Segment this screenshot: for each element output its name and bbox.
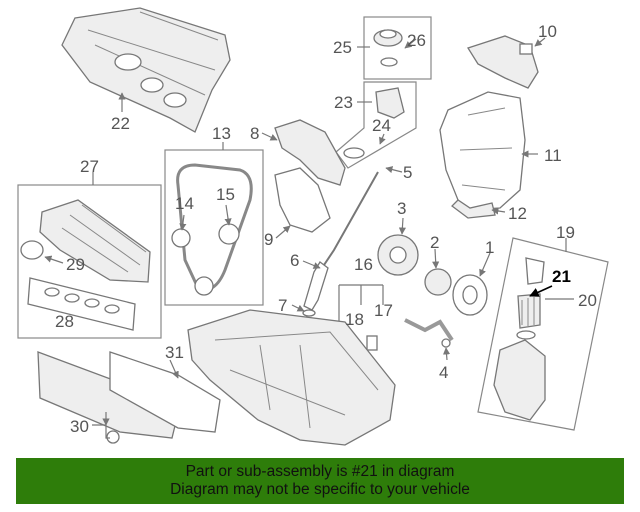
dipstick-tube-part [303,261,329,311]
callout-21: 21 [552,267,571,286]
oil-filler-part [343,87,405,159]
gear-part [424,268,452,296]
callout-22: 22 [111,114,130,133]
leader-lines [44,37,574,439]
callout-23: 23 [334,93,353,112]
callout-20: 20 [578,291,597,310]
parts-diagram: 1 2 3 4 5 6 7 8 9 10 11 12 13 14 15 16 1… [17,7,609,446]
callout-26: 26 [407,31,426,50]
callout-9: 9 [264,230,273,249]
plug-part [366,335,378,351]
callout-labels: 1 2 3 4 5 6 7 8 9 10 11 12 13 14 15 16 1… [55,22,597,436]
filler-box [335,81,417,169]
callout-8: 8 [250,124,259,143]
belt-cover-front-part [274,119,346,186]
timing-cover-lower-part [451,199,496,219]
callout-6: 6 [290,251,299,270]
callout-19: 19 [556,223,575,242]
seal-part [302,309,316,317]
info-banner: Part or sub-assembly is #21 in diagram D… [16,458,624,504]
callout-29: 29 [66,255,85,274]
intake-box [17,184,162,339]
timing-cover-rear-part [439,91,526,211]
oil-pan-part [187,309,396,446]
banner-line-1: Part or sub-assembly is #21 in diagram [185,463,455,480]
callout-10: 10 [538,22,557,41]
callout-7: 7 [278,296,287,315]
oil-cap-box [363,16,432,80]
intake-gasket-part [27,277,136,331]
exhaust-manifold-part [37,351,221,444]
callout-30: 30 [70,417,89,436]
belt-cover-part [274,167,331,233]
callout-13: 13 [212,124,231,143]
callout-31: 31 [165,343,184,362]
callout-1: 1 [485,238,494,257]
callout-4: 4 [439,363,448,382]
dipstick-part [321,171,379,269]
callout-18: 18 [345,310,364,329]
belt-kit-box [164,149,264,306]
belt-kit-part [171,163,253,296]
pipe-part [404,318,454,342]
callout-17: 17 [374,301,393,320]
callout-5: 5 [403,163,412,182]
callout-3: 3 [397,199,406,218]
intake-manifold-part [20,199,151,283]
oil-filter-part [516,293,541,340]
callout-25: 25 [333,38,352,57]
callout-16: 16 [354,255,373,274]
callout-24: 24 [372,116,391,135]
callout-27: 27 [80,157,99,176]
filter-box [477,237,609,431]
callout-15: 15 [216,185,235,204]
oil-cap-part [373,29,403,67]
cam-cover-part [61,7,231,133]
timing-cover-clip [519,43,533,55]
callout-14: 14 [175,194,194,213]
callout-28: 28 [55,312,74,331]
callout-12: 12 [508,204,527,223]
callout-2: 2 [430,233,439,252]
callout-11: 11 [544,146,562,165]
filter-housing-part [493,257,546,421]
banner-line-2: Diagram may not be specific to your vehi… [170,481,470,498]
